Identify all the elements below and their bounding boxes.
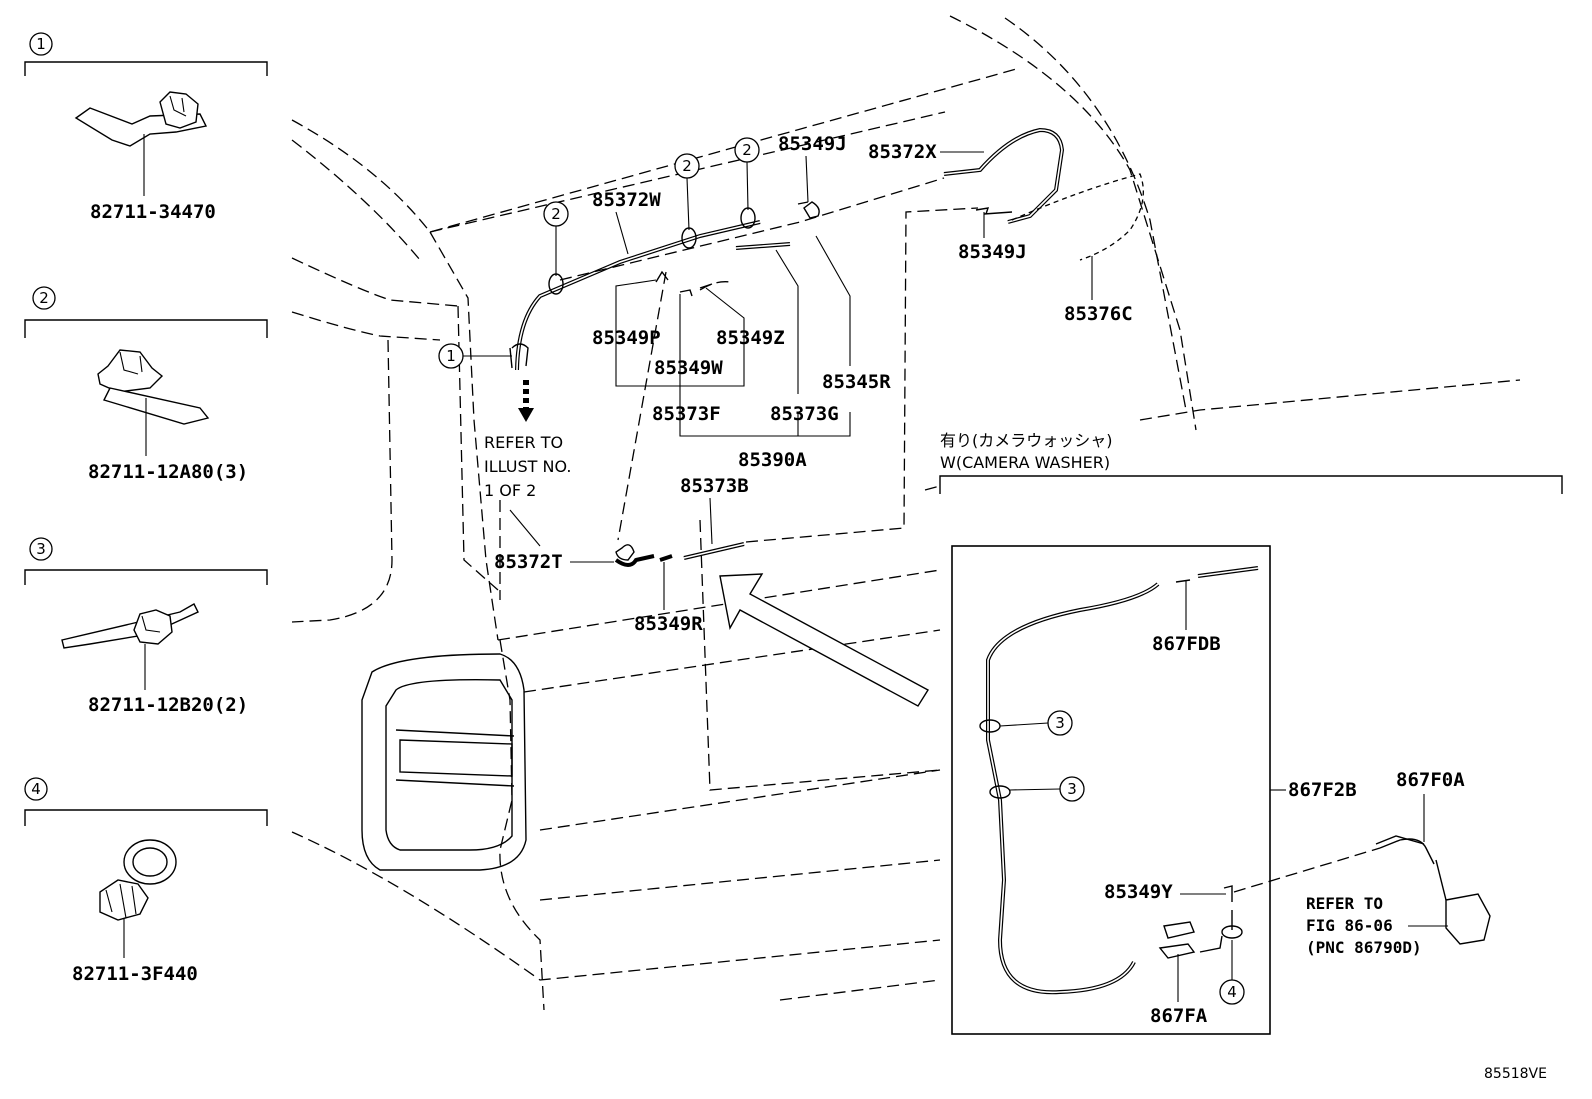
- legend-item-2: 2 82711-12A80(3): [24, 286, 268, 483]
- camera-washer-bracket: [939, 475, 1563, 494]
- legend-part-number: 82711-12A80(3): [88, 461, 248, 483]
- leader-line: [805, 155, 809, 203]
- legend-bracket: [24, 569, 268, 585]
- svg-text:1: 1: [446, 347, 456, 365]
- svg-text:1 OF 2: 1 OF 2: [484, 481, 536, 500]
- legend-part-number: 82711-3F440: [72, 963, 198, 985]
- part-label: 85372X: [868, 141, 937, 163]
- clip-icon: [61, 603, 199, 649]
- legend-number: 2: [39, 289, 49, 307]
- part-label: 85349J: [778, 133, 847, 155]
- camera-washer-nozzle-line: [1233, 835, 1491, 945]
- legend-item-3: 3 82711-12B20(2): [24, 537, 268, 716]
- part-label: 85373F: [652, 403, 721, 425]
- part-label: 867FDB: [1152, 633, 1221, 655]
- leader-line: [615, 211, 629, 255]
- clip-callout-2: 2: [674, 153, 700, 231]
- svg-text:ILLUST NO.: ILLUST NO.: [484, 457, 571, 476]
- diagram-id: 85518VE: [1484, 1066, 1547, 1082]
- part-label: 85349R: [634, 613, 703, 635]
- part-label: 85390A: [738, 449, 807, 471]
- clip-callout-2: 2: [543, 201, 569, 276]
- dashed-routing: [499, 177, 979, 600]
- legend-bracket: [24, 319, 268, 338]
- clip-callout-3: 3: [1009, 776, 1085, 802]
- camera-washer-title-jp: 有り(カメラウォッシャ): [940, 431, 1113, 450]
- svg-text:REFER TO: REFER TO: [1306, 894, 1383, 913]
- legend-part-number: 82711-12B20(2): [88, 694, 248, 716]
- part-label: 867F2B: [1288, 779, 1357, 801]
- part-label: 85373G: [770, 403, 839, 425]
- part-label: 85349Z: [716, 327, 785, 349]
- clip-icon: [99, 839, 177, 921]
- leader-bracket-85390A: [679, 249, 851, 437]
- svg-text:2: 2: [742, 141, 752, 159]
- svg-text:2: 2: [682, 157, 692, 175]
- legend-bracket: [24, 61, 268, 76]
- legend-number: 3: [36, 540, 46, 558]
- legend-part-number: 82711-34470: [90, 201, 216, 223]
- legend-number-circle: [32, 286, 56, 310]
- part-label: 85373B: [680, 475, 749, 497]
- clip-icon: [74, 91, 208, 147]
- legend-number-circle: [29, 32, 53, 56]
- legend-bracket: [24, 809, 268, 826]
- camera-washer-header: 有り(カメラウォッシャ) W(CAMERA WASHER): [939, 431, 1563, 494]
- legend-number: 1: [36, 35, 46, 53]
- svg-text:(PNC 86790D): (PNC 86790D): [1306, 938, 1422, 957]
- clip-icon: [97, 349, 210, 425]
- part-label: 85345R: [822, 371, 891, 393]
- part-label: 85349J: [958, 241, 1027, 263]
- part-label: 85376C: [1064, 303, 1133, 325]
- legend-item-1: 1 82711-34470: [24, 32, 268, 223]
- legend-item-4: 4 82711-3F440: [24, 777, 268, 985]
- part-label: 85349P: [592, 327, 661, 349]
- legend-number-circle: [29, 537, 53, 561]
- clip-callout-2: 2: [734, 137, 760, 211]
- camera-refer-note: REFER TO FIG 86-06 (PNC 86790D): [1306, 894, 1448, 957]
- clip-callout-3: 3: [999, 710, 1073, 736]
- view-direction-arrow: [719, 573, 929, 707]
- hose-joints: [509, 201, 990, 561]
- part-label: 85372T: [494, 551, 563, 573]
- clip-callout-1: 1: [438, 343, 512, 369]
- tail-lamp: [361, 653, 527, 871]
- camera-washer-title-en: W(CAMERA WASHER): [940, 453, 1110, 472]
- svg-text:4: 4: [1227, 983, 1237, 1001]
- part-label: 85372W: [592, 189, 661, 211]
- washer-hose-main: [515, 127, 1144, 567]
- leader-line: [509, 509, 541, 547]
- legend-number-circle: [24, 777, 48, 801]
- part-label: 85349W: [654, 357, 723, 379]
- svg-text:2: 2: [551, 205, 561, 223]
- part-label: 85349Y: [1104, 881, 1173, 903]
- leader-line: [815, 235, 851, 366]
- svg-text:FIG 86-06: FIG 86-06: [1306, 916, 1393, 935]
- legend-number: 4: [31, 780, 41, 798]
- refer-note: REFER TO ILLUST NO. 1 OF 2: [484, 433, 571, 500]
- svg-text:REFER TO: REFER TO: [484, 433, 563, 452]
- clip-callout-4: 4: [1219, 940, 1245, 1005]
- part-label: 867FA: [1150, 1005, 1208, 1027]
- camera-washer-hose: [979, 566, 1259, 995]
- leader-line: [709, 497, 713, 545]
- svg-text:3: 3: [1067, 780, 1077, 798]
- part-label: 867F0A: [1396, 769, 1465, 791]
- vehicle-body-outline: [291, 15, 1521, 1011]
- refer-arrow: [518, 380, 534, 422]
- svg-text:3: 3: [1055, 714, 1065, 732]
